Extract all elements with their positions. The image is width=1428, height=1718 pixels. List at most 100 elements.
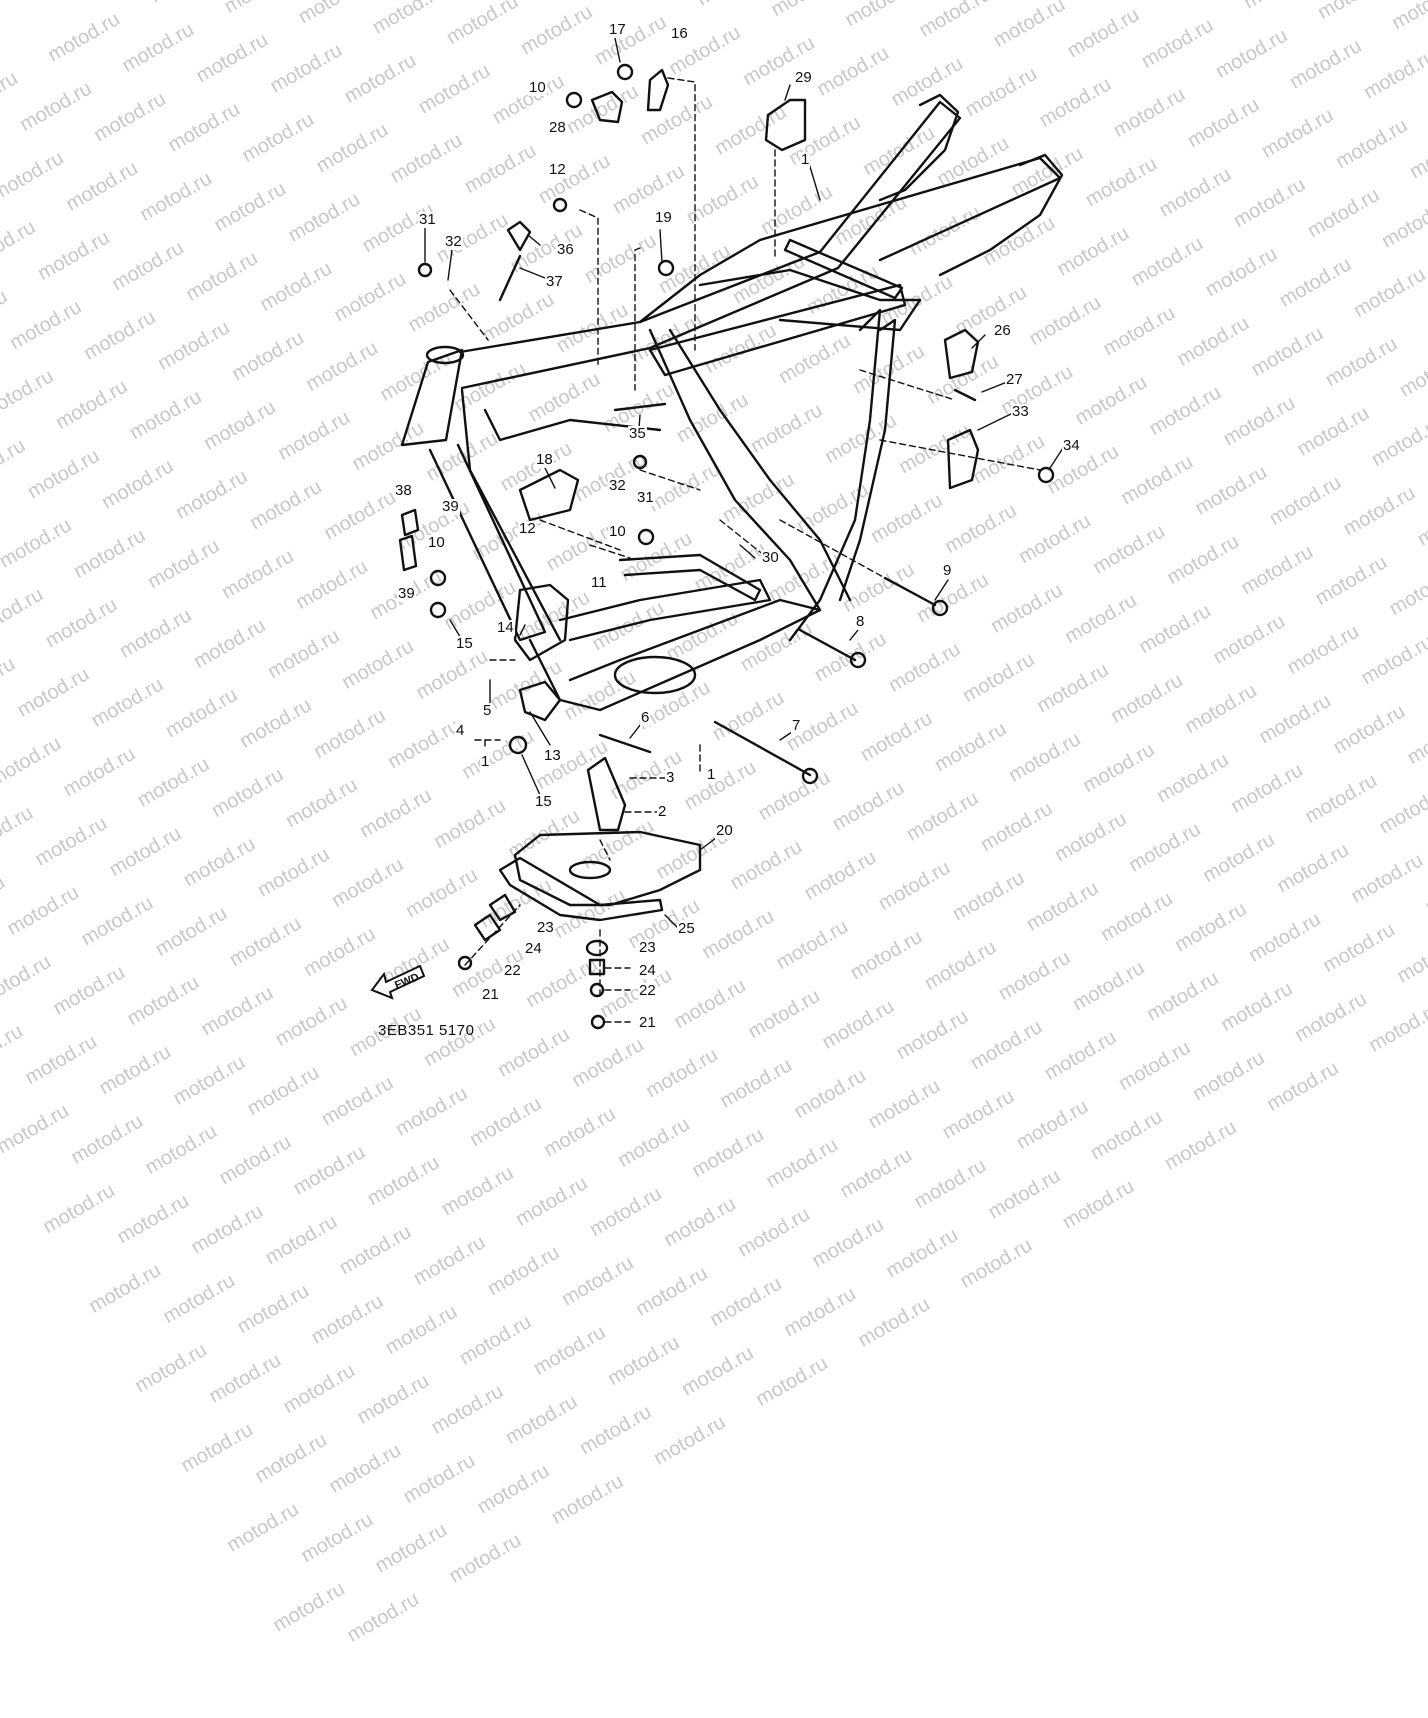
callout-18: 18 <box>535 451 554 468</box>
top-rail-left <box>458 100 962 390</box>
bolt-head-17 <box>616 63 634 81</box>
skid-plate-hole <box>568 860 612 880</box>
callout-5: 5 <box>482 702 493 719</box>
bolt-head-31 <box>417 262 433 278</box>
nut-12 <box>552 197 568 213</box>
callout-21: 21 <box>638 1014 657 1031</box>
callout-23: 23 <box>638 939 657 956</box>
mount-bracket-13 <box>518 680 562 722</box>
callout-12: 12 <box>548 161 567 178</box>
nut-10c <box>637 528 655 546</box>
callout-3: 3 <box>665 769 676 786</box>
callout-24: 24 <box>638 962 657 979</box>
callout-16: 16 <box>670 25 689 42</box>
plate-29 <box>764 98 807 152</box>
callout-17: 17 <box>608 21 627 38</box>
rear-subframe-left <box>878 93 960 202</box>
top-rail-right <box>638 156 1062 324</box>
bolt-head-34 <box>1037 466 1055 484</box>
callout-1: 1 <box>480 753 491 770</box>
downtube-left <box>428 443 547 642</box>
collar-39 <box>398 534 418 572</box>
bracket-28 <box>590 90 624 124</box>
bolt-27 <box>953 388 977 402</box>
lower-mount <box>613 655 697 695</box>
callout-7: 7 <box>791 717 802 734</box>
seat-rail <box>698 268 922 332</box>
bolt-6 <box>598 733 652 754</box>
callout-1: 1 <box>800 151 811 168</box>
diagram-code: 3EB351 5170 <box>378 1022 475 1039</box>
callout-32: 32 <box>608 477 627 494</box>
bolt-21a <box>457 955 473 971</box>
callout-10: 10 <box>427 534 446 551</box>
bracket-26 <box>943 328 980 380</box>
callout-13: 13 <box>543 747 562 764</box>
callout-27: 27 <box>1005 371 1024 388</box>
rear-cross-tube <box>783 238 904 300</box>
rear-downtube-b <box>838 318 897 602</box>
callout-30: 30 <box>761 549 780 566</box>
bolt-head-8 <box>849 651 867 669</box>
callout-15: 15 <box>455 635 474 652</box>
center-tube-b <box>668 328 852 602</box>
head-tube-top <box>425 345 465 365</box>
bolt-head-9 <box>931 599 949 617</box>
bolt-21b <box>590 1014 606 1030</box>
front-cradle <box>483 408 662 442</box>
callout-38: 38 <box>394 482 413 499</box>
callout-11: 11 <box>590 574 608 591</box>
callout-31: 31 <box>418 211 437 228</box>
lower-cradle <box>528 598 822 712</box>
callout-29: 29 <box>794 69 813 86</box>
callout-33: 33 <box>1011 403 1030 420</box>
cross-member <box>618 553 762 602</box>
center-tube-a <box>648 328 822 612</box>
rubber-23a <box>488 893 517 922</box>
forward-arrow-icon: FWD <box>370 964 426 1000</box>
rubber-23b <box>585 939 609 957</box>
skid-plate <box>513 830 702 907</box>
callout-4: 4 <box>455 722 466 739</box>
bolt-7 <box>713 720 812 777</box>
callout-6: 6 <box>640 709 651 726</box>
collar-39b <box>400 508 420 537</box>
washer-22a <box>589 982 605 998</box>
callout-36: 36 <box>556 241 575 258</box>
bracket-33 <box>946 428 980 490</box>
bolt-8 <box>798 628 857 662</box>
bolt-head-15a <box>429 601 447 619</box>
lower-cross <box>558 578 772 642</box>
skid-plate-guard <box>498 856 664 922</box>
callout-21: 21 <box>481 986 500 1003</box>
callout-12: 12 <box>518 520 537 537</box>
bolt-head-19 <box>657 259 675 277</box>
bolt-head-15b <box>508 735 528 755</box>
frame-drawing <box>398 37 1064 1030</box>
callout-39: 39 <box>441 498 460 515</box>
callout-26: 26 <box>993 322 1012 339</box>
callout-35: 35 <box>628 425 647 442</box>
main-brace <box>648 283 907 377</box>
rear-downtube <box>788 308 882 642</box>
bolt-37 <box>498 254 522 302</box>
downtube-inner <box>460 388 562 642</box>
callout-19: 19 <box>654 209 673 226</box>
callout-9: 9 <box>942 562 953 579</box>
engine-mount-plate <box>513 583 570 662</box>
callout-32: 32 <box>444 233 463 250</box>
callout-10: 10 <box>528 79 547 96</box>
nut-32 <box>632 454 648 470</box>
callout-15: 15 <box>534 793 553 810</box>
spacer-24b <box>588 958 606 976</box>
callout-2: 2 <box>657 803 668 820</box>
bolt-head-7 <box>801 767 819 785</box>
bracket-16 <box>646 68 670 112</box>
callout-25: 25 <box>677 920 696 937</box>
callout-8: 8 <box>855 613 866 630</box>
callout-24: 24 <box>524 940 543 957</box>
bolt-9 <box>883 576 937 607</box>
callout-14: 14 <box>496 619 515 636</box>
head-tube <box>400 348 464 447</box>
callout-10: 10 <box>608 523 627 540</box>
